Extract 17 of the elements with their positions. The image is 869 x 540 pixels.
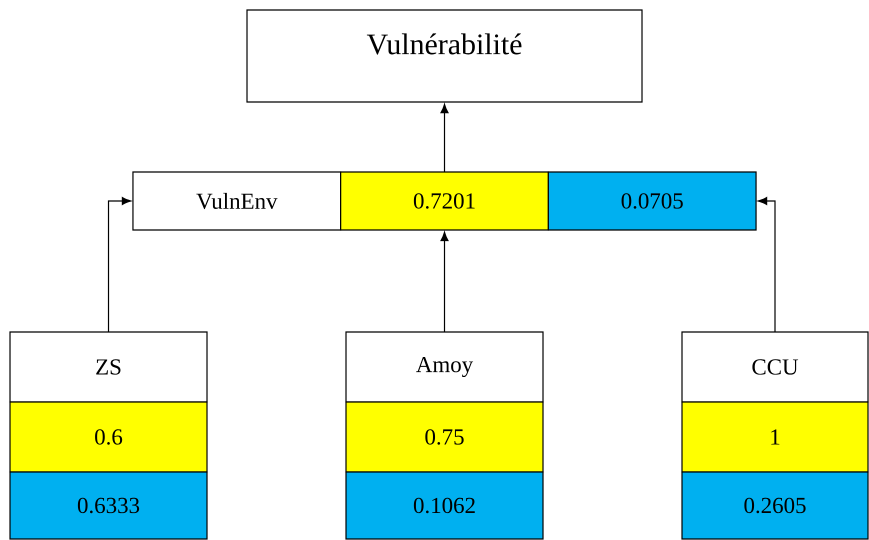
table-cell: 0.1062 — [345, 471, 544, 540]
table-cell: 0.2605 — [681, 471, 869, 540]
arrow — [108, 196, 132, 332]
table-cell: 0.7201 — [340, 171, 549, 231]
arrow — [440, 232, 449, 332]
table-cell: CCU — [681, 331, 869, 403]
table-cell: 0.0705 — [548, 171, 757, 231]
table-cell: VulnEnv — [132, 171, 342, 231]
table-cell: 0.6 — [9, 401, 208, 473]
arrow — [440, 104, 449, 172]
table-cell: ZS — [9, 331, 208, 403]
arrow — [758, 196, 776, 332]
table-cell: Amoy — [345, 331, 544, 403]
table-cell: 1 — [681, 401, 869, 473]
table-cell: 0.6333 — [9, 471, 208, 540]
title-box: Vulnérabilité — [246, 9, 643, 103]
table-cell: 0.75 — [345, 401, 544, 473]
